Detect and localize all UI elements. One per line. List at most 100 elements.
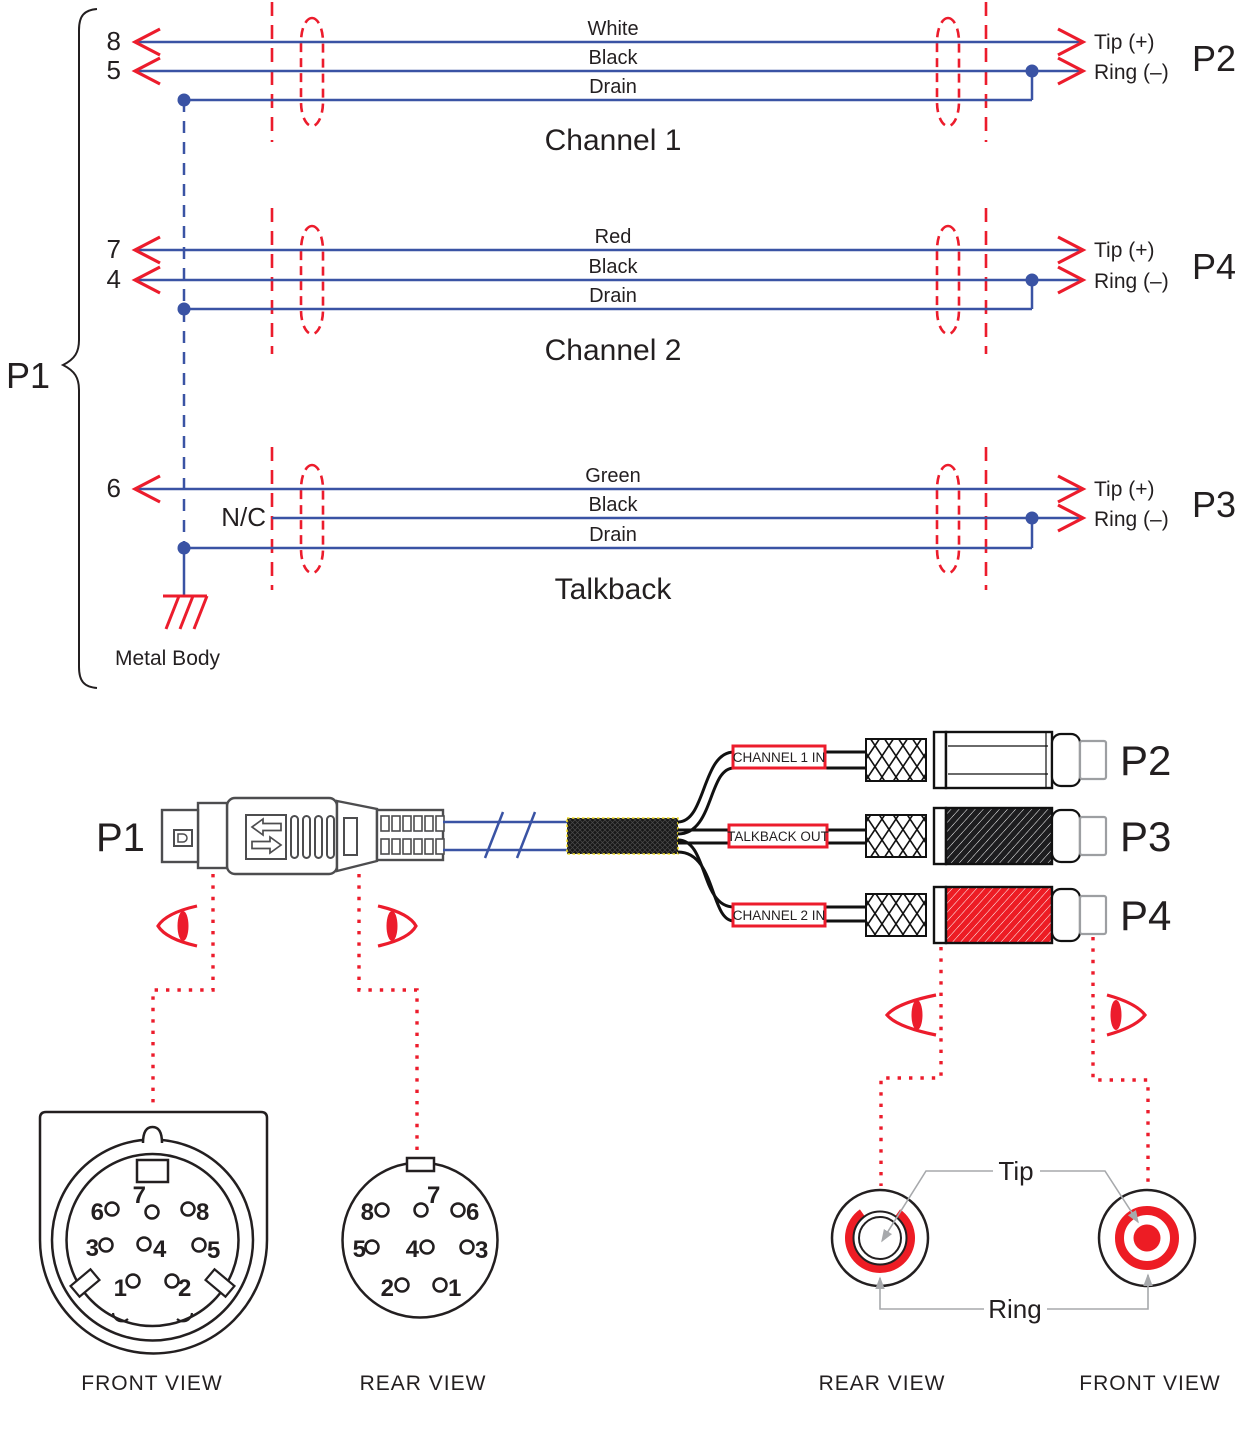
pin-holes [364, 1202, 475, 1293]
connector-label: P2 [1120, 737, 1171, 784]
ring-contact [845, 1209, 915, 1273]
schematic-channel-2: 7 4 Red Black Drain Channel 2 Tip (+) Ri… [107, 208, 1236, 367]
pin-number: 8 [361, 1199, 374, 1226]
pin-number: 2 [381, 1275, 394, 1302]
pin-number: 7 [427, 1182, 440, 1209]
nc-label: N/C [221, 502, 266, 532]
schematic-channel-1: 8 5 White Black Drain Channel 1 Tip (+) … [107, 2, 1236, 157]
key-slot-icon [203, 1267, 237, 1299]
wire-label: Red [595, 226, 632, 248]
connector-shell [38, 1110, 269, 1355]
ring-callout-label: Ring [988, 1294, 1041, 1324]
ring-label: Ring (–) [1094, 61, 1169, 84]
pin-number: 5 [353, 1236, 366, 1263]
view-caption: REAR VIEW [819, 1372, 946, 1395]
connector-label: P3 [1192, 484, 1236, 525]
pin-number: 4 [107, 264, 121, 294]
arrow-left-icon [131, 27, 161, 57]
arrow-left-icon [131, 56, 161, 86]
pin-number: 8 [107, 26, 121, 56]
pin-holes [98, 1201, 207, 1289]
rca-rear-view: REAR VIEW [819, 1188, 946, 1395]
arrow-right-icon [1057, 27, 1087, 57]
view-caption: REAR VIEW [360, 1372, 487, 1395]
arrows-badge [245, 814, 287, 860]
pin-number: 5 [207, 1237, 220, 1264]
key-notch-icon [135, 1158, 170, 1184]
chassis-ground-icon [163, 594, 209, 630]
ring-contact [1115, 1206, 1179, 1270]
wire-label: White [587, 18, 638, 40]
connector-label: P4 [1192, 246, 1236, 287]
pin-number: 7 [133, 1182, 146, 1209]
connector-label: P3 [1120, 813, 1171, 860]
branch-wires [677, 750, 866, 923]
wire-label: Drain [589, 285, 637, 307]
rca-front-view: FRONT VIEW [1079, 1188, 1220, 1395]
pin-number: 4 [153, 1236, 167, 1263]
arrow-right-icon [1057, 265, 1087, 295]
branch-tags: CHANNEL 1 IN TALKBACK OUT CHANNEL 2 IN [727, 744, 829, 928]
eye-left-icon [156, 904, 198, 948]
key-slot-icon [68, 1267, 102, 1299]
wire-label: Green [585, 465, 641, 487]
strain-relief-braid [865, 893, 927, 937]
tip-label: Tip (+) [1094, 31, 1154, 54]
break-mark-icon [515, 811, 537, 859]
view-caption: FRONT VIEW [1079, 1372, 1220, 1395]
wire-label: Drain [589, 76, 637, 98]
branch-tag-channel-2-in: CHANNEL 2 IN [733, 908, 826, 923]
pin-number: 4 [406, 1236, 420, 1263]
eye-left-icon [884, 993, 937, 1037]
pin-number: 1 [448, 1275, 461, 1302]
arrow-right-icon [1057, 235, 1087, 265]
branch-tag-talkback-out: TALKBACK OUT [727, 829, 829, 844]
tip-label: Tip (+) [1094, 239, 1154, 262]
din-front-view: 6 7 8 3 4 5 1 2 FRONT VIEW [38, 1110, 269, 1395]
cable-braid [566, 817, 679, 855]
wire-label: Black [589, 47, 639, 69]
cable-run [443, 811, 679, 859]
connector-label: P2 [1192, 38, 1236, 79]
arrow-right-icon [1057, 56, 1087, 86]
view-leaders [151, 874, 1150, 1186]
pin-number: 6 [107, 473, 121, 503]
rca-plug-p2: P2 [865, 730, 1171, 790]
ring-label: Ring (–) [1094, 270, 1169, 293]
connector-label: P4 [1120, 892, 1171, 939]
pin-number: 3 [86, 1235, 99, 1262]
pin-number: 6 [466, 1199, 479, 1226]
p1-schematic-label: P1 [6, 355, 50, 396]
arrow-left-icon [131, 265, 161, 295]
din-rear-view: 8 7 6 5 4 3 2 1 REAR VIEW [341, 1156, 499, 1395]
rca-plug-p4: P4 [865, 885, 1171, 945]
strain-relief-braid [865, 814, 927, 858]
strain-relief-braid [865, 738, 927, 782]
key-bump-icon [141, 1125, 164, 1144]
branch-tag-channel-1-in: CHANNEL 1 IN [733, 750, 826, 765]
eye-right-icon [377, 904, 418, 948]
break-mark-icon [483, 811, 505, 859]
tip-ring-callouts: Tip Ring [875, 1156, 1153, 1324]
arrow-right-icon [251, 835, 283, 855]
pin-number: 5 [107, 55, 121, 85]
schematic: P1 8 5 White Black Drain Channel 1 Tip (… [6, 2, 1236, 689]
arrow-right-icon [1057, 474, 1087, 504]
channel-title: Talkback [555, 573, 673, 606]
p1-brace [60, 8, 98, 689]
view-eyes [156, 904, 1148, 1037]
key-notch-icon [405, 1156, 436, 1173]
tip-label: Tip (+) [1094, 478, 1154, 501]
p1-cable-label: P1 [96, 816, 145, 860]
arrow-left-icon [131, 235, 161, 265]
pin-number: 2 [178, 1275, 191, 1302]
eye-right-icon [1106, 993, 1148, 1037]
wire-label: Black [589, 256, 639, 278]
key-slot-icon [177, 833, 188, 843]
rca-plug-p3: P3 [865, 806, 1171, 866]
pin-number: 8 [196, 1199, 209, 1226]
pin-number: 7 [107, 234, 121, 264]
tip-contact [1133, 1224, 1161, 1252]
